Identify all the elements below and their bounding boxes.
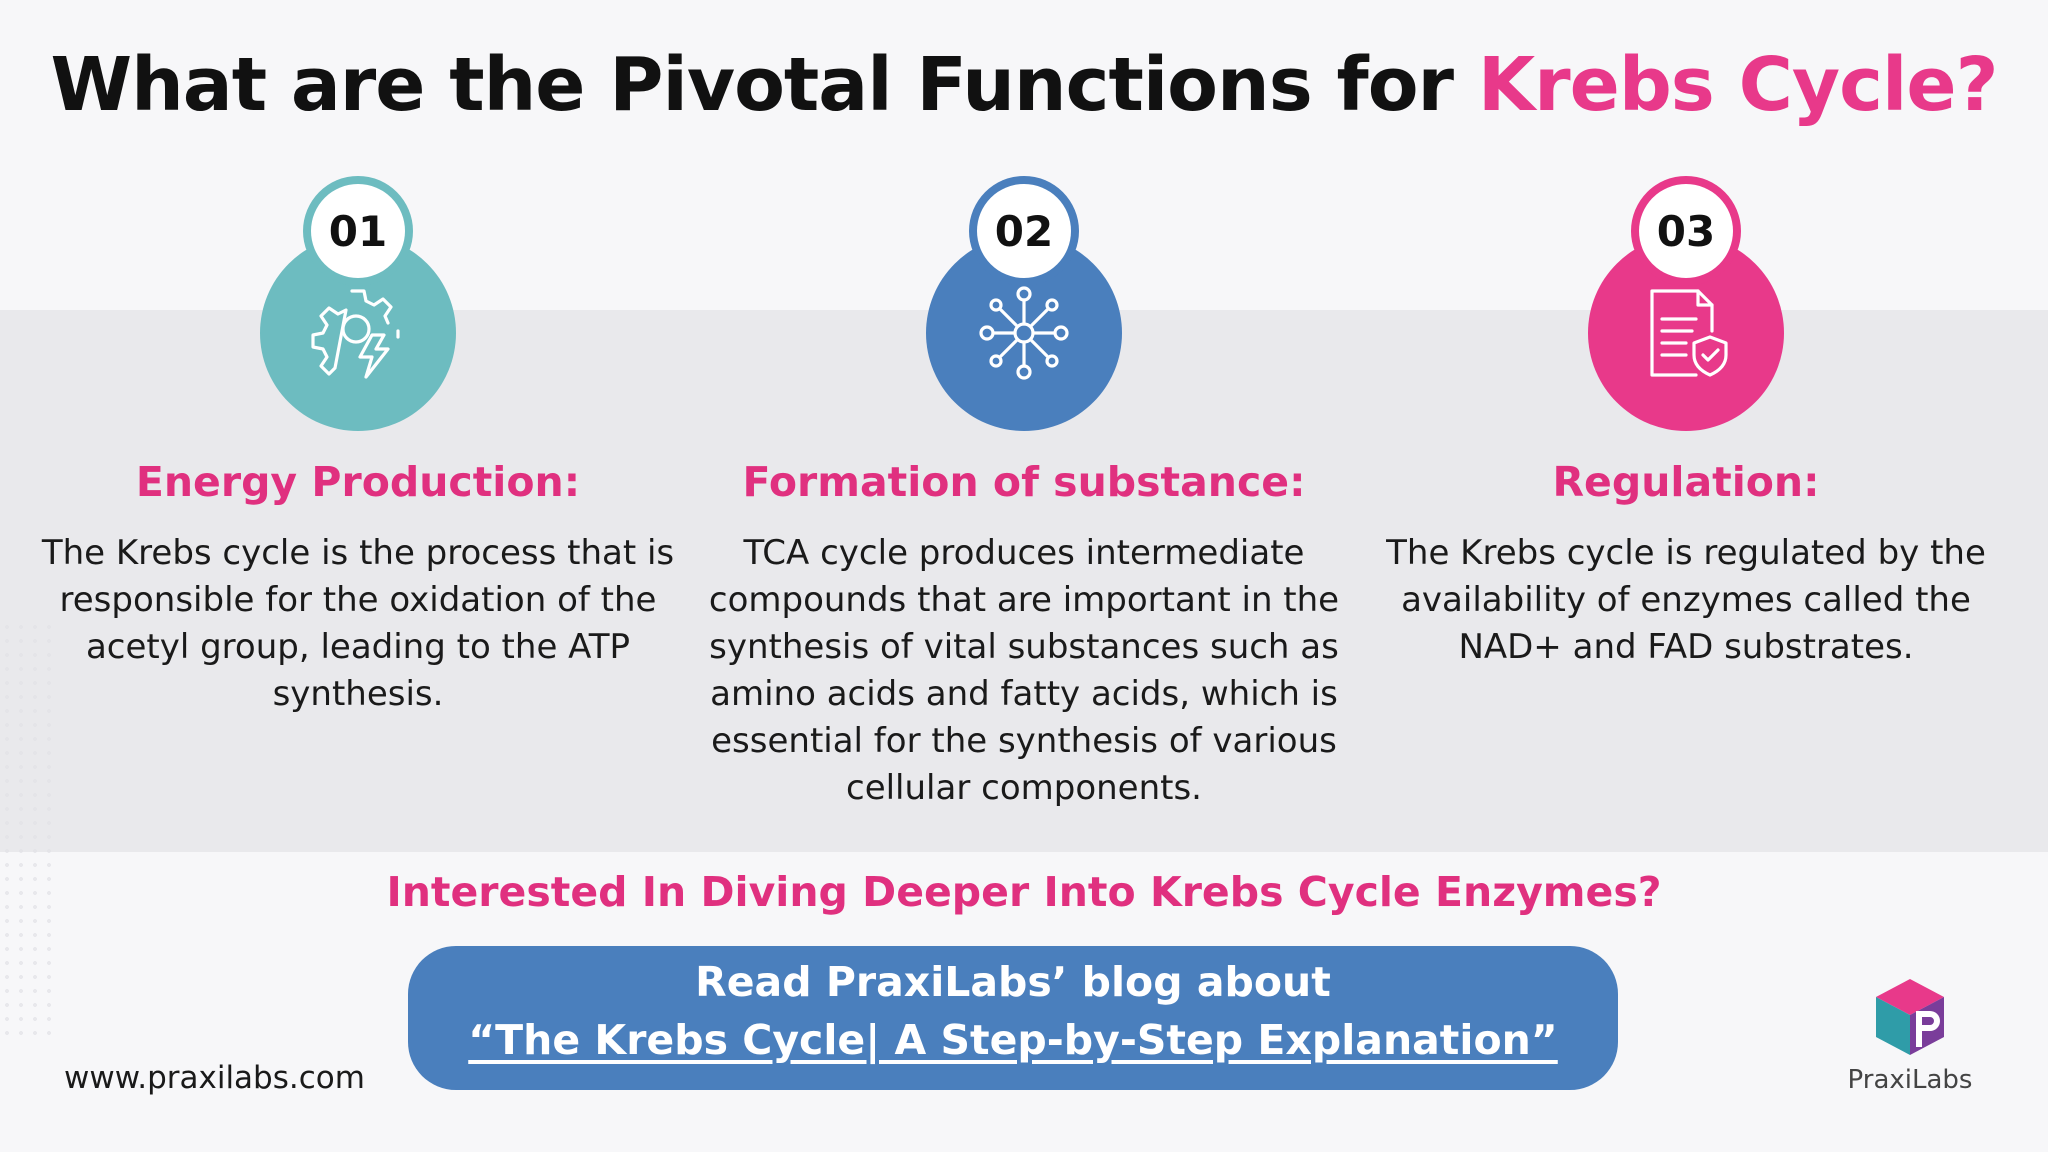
card-heading: Regulation: (1552, 458, 1820, 506)
function-card-formation: 02 Formation of substance: TCA cycle pro… (694, 176, 1354, 812)
blog-link-button[interactable]: Read PraxiLabs’ blog about “The Krebs Cy… (408, 946, 1618, 1090)
card-heading: Energy Production: (135, 458, 581, 506)
medal-circle (926, 235, 1122, 431)
card-body: The Krebs cycle is the process that is r… (41, 533, 675, 714)
molecule-network-icon (979, 286, 1069, 380)
card-number: 02 (977, 184, 1071, 278)
card-body: TCA cycle produces intermediate compound… (708, 533, 1340, 808)
medal-circle (260, 235, 456, 431)
card-heading: Formation of substance: (742, 458, 1306, 506)
card-medal: 02 (919, 176, 1129, 436)
cta-heading: Interested In Diving Deeper Into Krebs C… (386, 868, 1662, 916)
card-number: 03 (1639, 184, 1733, 278)
card-body: The Krebs cycle is regulated by the avai… (1386, 533, 1986, 667)
blog-article-link[interactable]: “The Krebs Cycle| A Step-by-Step Explana… (468, 1016, 1558, 1064)
title-accent: Krebs Cycle? (1477, 42, 1999, 128)
card-medal: 01 (253, 176, 463, 436)
document-shield-icon (1650, 289, 1728, 377)
logo-name: PraxiLabs (1847, 1065, 1973, 1095)
card-medal: 03 (1581, 176, 1791, 436)
gear-lightning-icon (311, 289, 400, 379)
praxilabs-logo: PraxiLabs (1820, 975, 2000, 1105)
website-url[interactable]: www.praxilabs.com (64, 1060, 365, 1096)
praxilabs-cube-logo (1876, 979, 1944, 1055)
function-card-energy: 01 Energy Production: The Krebs cycle is… (28, 176, 688, 718)
title-main: What are the Pivotal Functions for (50, 42, 1478, 128)
page-title: What are the Pivotal Functions for Krebs… (0, 42, 2048, 128)
function-card-regulation: 03 Regulation: The Krebs cycle is regula… (1356, 176, 2016, 671)
decorative-dots (0, 620, 60, 1040)
card-number: 01 (311, 184, 405, 278)
cta-line-1: Read PraxiLabs’ blog about (695, 958, 1331, 1006)
